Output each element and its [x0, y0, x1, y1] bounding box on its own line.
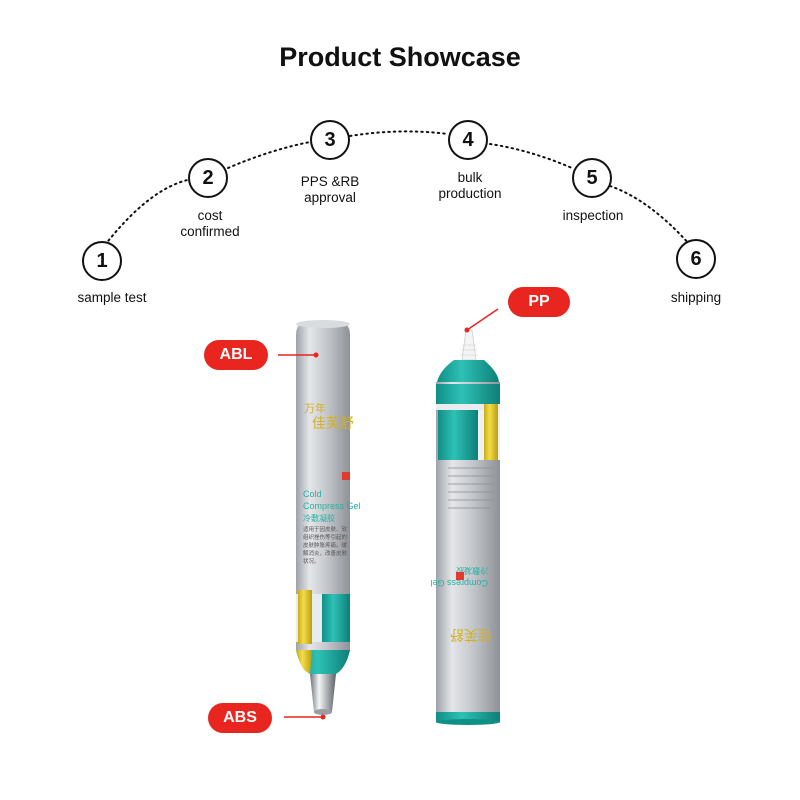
pp-tag: PP [508, 287, 570, 317]
left-tube-product-2: Compress Gel [303, 501, 361, 511]
step-4-label: bulk production [438, 170, 502, 201]
page-title: Product Showcase [279, 42, 521, 72]
right-tube-seal [456, 572, 464, 580]
step-2-label: cost confirmed [180, 208, 240, 239]
left-tube-product-cn: 冷敷凝胶 [303, 513, 335, 523]
step-1-circle: 1 [82, 241, 122, 281]
left-tube-brand: 万年 [304, 401, 326, 415]
left-tube-body-text: 适用于因皮肤、软组织挫伤等引起的皮肤肿胀疼痛。缓解消炎，改善皮肤状况。 [303, 527, 348, 565]
left-tube-product-1: Cold [303, 489, 322, 499]
right-tube-product-cn: 冷敷凝胶 [456, 566, 488, 576]
step-4-circle: 4 [448, 120, 488, 160]
abs-tag: ABS [208, 703, 272, 733]
step-5-label: inspection [562, 208, 624, 223]
step-5-circle: 5 [572, 158, 612, 198]
right-tube: Compress Gel 冷敷凝胶 佳芙舒 [430, 308, 500, 725]
right-tube-brand-cn: 佳芙舒 [450, 626, 492, 643]
step-3-circle: 3 [310, 120, 350, 160]
right-tube-product-2: Compress Gel [430, 578, 488, 588]
step-2-circle: 2 [188, 158, 228, 198]
step-6-circle: 6 [676, 239, 716, 279]
left-tube-seal [342, 472, 350, 480]
left-tube-brand-cn: 佳芙舒 [312, 415, 354, 432]
left-tube: 万年 佳芙舒 Cold Compress Gel 冷敷凝胶 适用于因皮肤、软组织… [278, 320, 361, 720]
abl-tag: ABL [204, 340, 268, 370]
step-6-label: shipping [670, 290, 722, 305]
step-1-label: sample test [77, 290, 147, 305]
step-3-label: PPS &RB approval [300, 174, 360, 205]
